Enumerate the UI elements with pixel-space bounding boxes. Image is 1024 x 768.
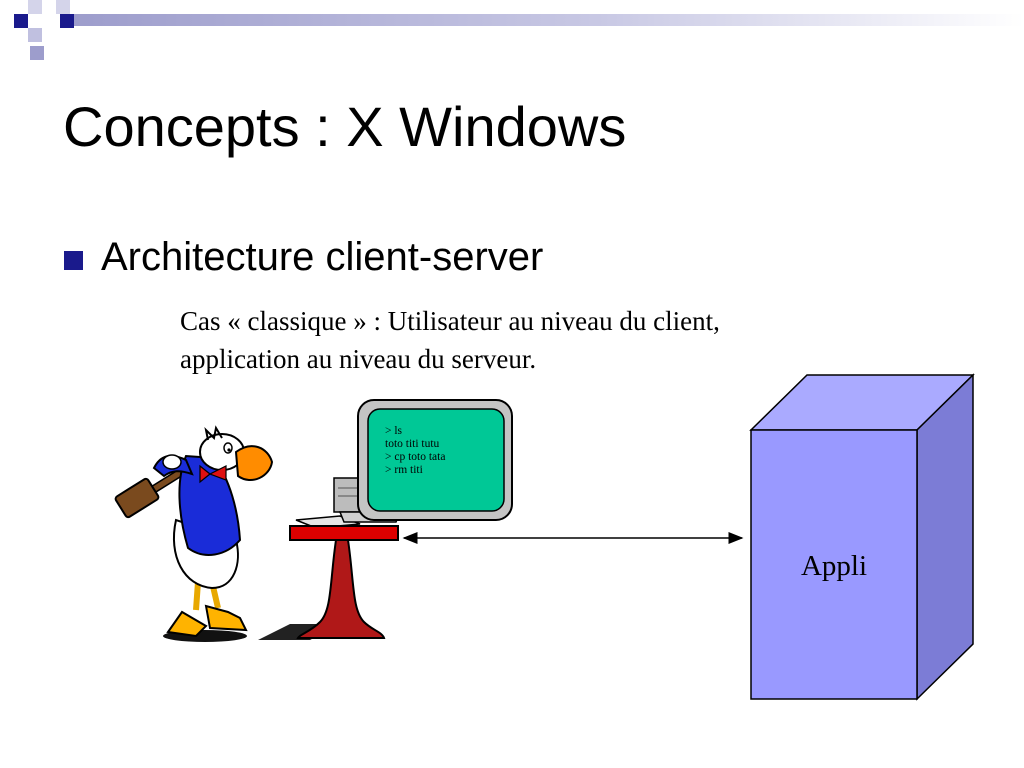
description-line: application au niveau du serveur. [180,344,537,374]
header-square [28,28,42,42]
header-square [56,0,70,14]
table-top [289,525,399,541]
slide-title: Concepts : X Windows [63,95,627,158]
header-square [14,42,28,56]
terminal-text: > ls toto titi tutu > cp toto tata > rm … [385,425,445,477]
bullet-square-icon [64,251,83,270]
terminal-line: > rm titi [385,464,423,476]
description-line: Cas « classique » : Utilisateur au nivea… [180,306,720,336]
terminal-line: > cp toto tata [385,451,446,463]
header-square [42,14,56,28]
server-box [749,373,975,701]
server-label: Appli [800,550,868,582]
terminal-line: > ls [385,425,403,437]
header-square [30,46,44,60]
header-gradient-bar [74,14,1024,26]
header-square [0,0,14,14]
duck-user-illustration [114,425,340,642]
monitor-screen [367,408,505,512]
terminal-line: toto titi tutu [385,438,440,450]
header-square [14,14,28,28]
description: Cas « classique » : Utilisateur au nivea… [180,302,720,378]
header-square [44,32,58,46]
server-side-face [916,373,974,701]
header-decoration [0,0,1024,60]
header-square [28,0,42,14]
bullet-text: Architecture client-server [101,235,544,279]
server-front-face [750,429,918,700]
computer-illustration [289,399,513,639]
header-square [60,14,74,28]
